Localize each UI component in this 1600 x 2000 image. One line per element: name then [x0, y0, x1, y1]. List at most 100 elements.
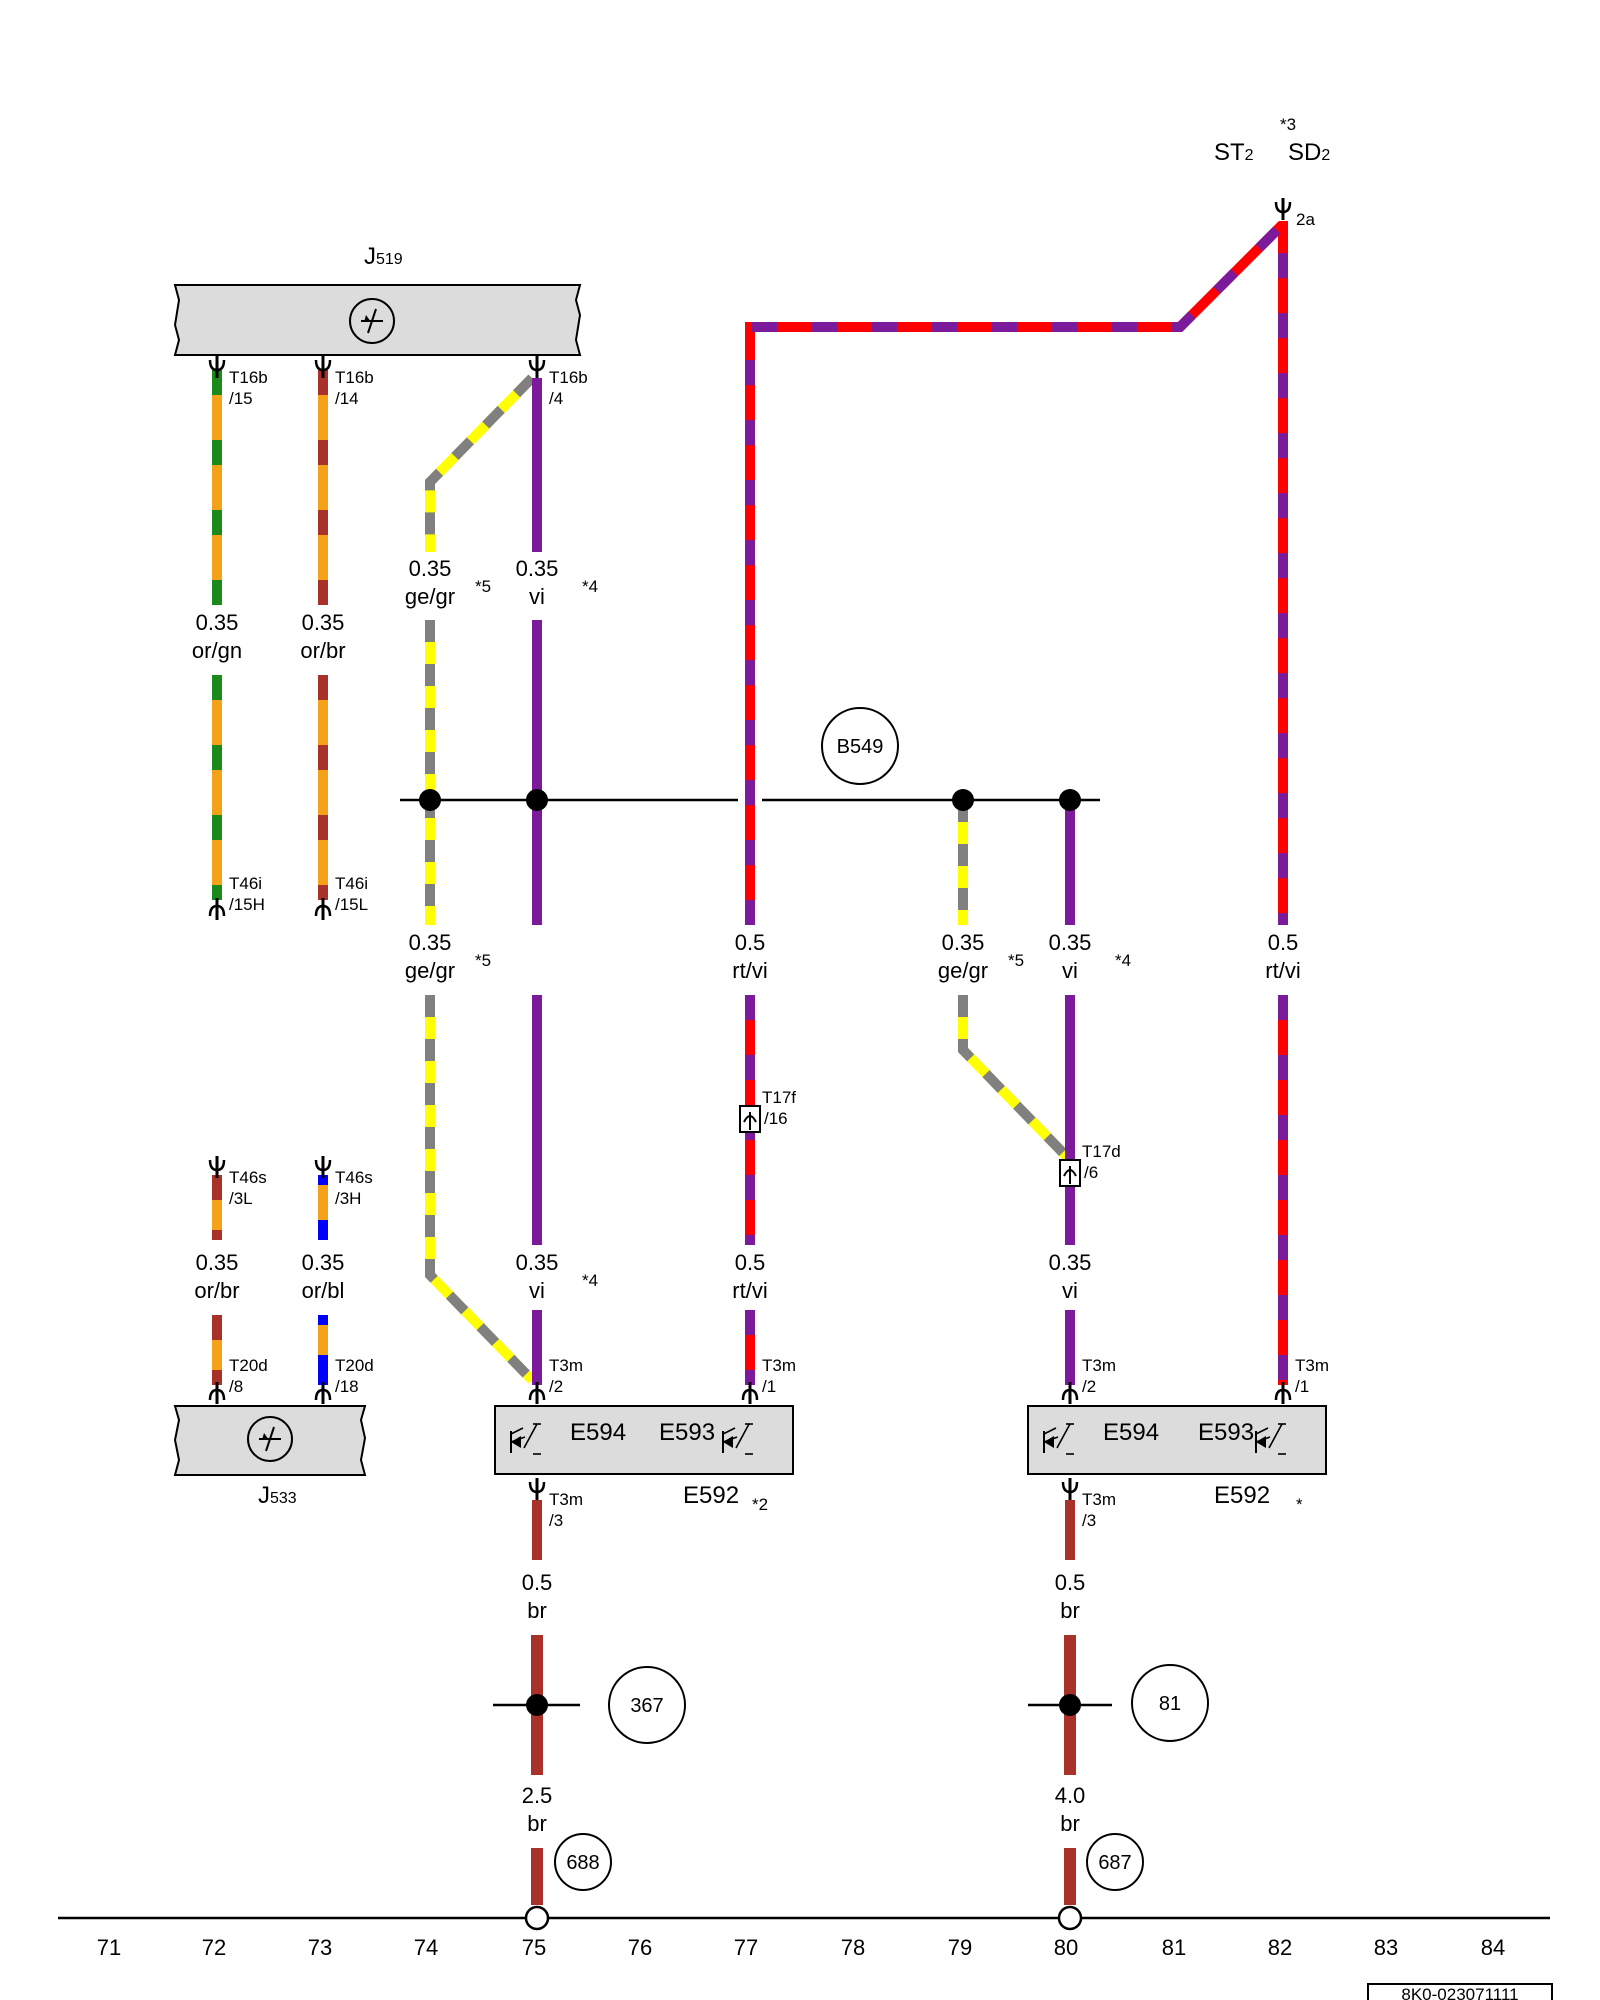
pin-icon [1061, 1476, 1079, 1502]
wire-color: br [527, 1598, 547, 1623]
connector-label: T46i [335, 874, 368, 893]
column-number: 76 [628, 1935, 652, 1960]
svg-text:2.5br: 2.5br [522, 1783, 553, 1836]
e592-label: E592 [683, 1482, 739, 1509]
svg-text:ST2: ST2 [1214, 139, 1254, 166]
ref-367: 367 [630, 1695, 663, 1717]
pin-icon [314, 896, 332, 922]
wire-rt-vi-loop [745, 221, 1288, 925]
wire-color: br [527, 1811, 547, 1836]
connector-label: T16b [335, 368, 374, 387]
connector-labels: T16b/15 T16b/14 T16b/4 T46i/15H T46i/15L… [229, 368, 1329, 1530]
pin-icon [1274, 196, 1292, 222]
connector-pin: /6 [1084, 1163, 1098, 1182]
wire-gauge: 0.5 [1268, 930, 1299, 955]
wire-color: vi [529, 584, 545, 609]
svg-text:T16b/4: T16b/4 [549, 368, 588, 408]
svg-text:T3m/2: T3m/2 [1082, 1356, 1116, 1396]
pin-icon [528, 1380, 546, 1406]
connector-label: T3m [1082, 1490, 1116, 1509]
svg-text:T46s/3H: T46s/3H [335, 1168, 373, 1208]
connector-pin: /15H [229, 895, 265, 914]
ref-b549: B549 [837, 736, 884, 758]
svg-text:J533: J533 [258, 1482, 297, 1509]
j533-sub: 533 [270, 1490, 297, 1507]
wire-note: *4 [582, 577, 598, 596]
svg-text:T3m/1: T3m/1 [762, 1356, 796, 1396]
wire-gauge: 0.35 [196, 610, 239, 635]
document-code: 8K0-023071111 [1367, 1983, 1553, 2000]
wire-gauge: 0.5 [1055, 1570, 1086, 1595]
wire-gauge: 0.5 [735, 930, 766, 955]
connector-pin: /3L [229, 1189, 253, 1208]
doc-code: 8K0-023071111 [1401, 1985, 1518, 2000]
svg-text:T20d/8: T20d/8 [229, 1356, 268, 1396]
connector-pin: /8 [229, 1377, 243, 1396]
wire-color: rt/vi [732, 1278, 767, 1303]
wire-gauge: 0.35 [196, 1250, 239, 1275]
e592-note: * [1296, 1495, 1303, 1514]
ground-688: 688 [554, 1833, 612, 1891]
wire-gauge: 4.0 [1055, 1783, 1086, 1808]
column-number: 71 [97, 1935, 121, 1960]
connector-label: T17d [1082, 1142, 1121, 1161]
column-number: 74 [414, 1935, 438, 1960]
connector-pin: /3H [335, 1189, 361, 1208]
wire-note: *5 [1008, 951, 1024, 970]
st2-label: ST [1214, 139, 1245, 166]
connector-label: T46s [229, 1168, 267, 1187]
connector-label: T17f [762, 1088, 796, 1107]
column-number: 72 [202, 1935, 226, 1960]
ref-687: 687 [1098, 1852, 1131, 1874]
wire-color: or/bl [302, 1278, 345, 1303]
wire-color: or/gn [192, 638, 242, 663]
column-number: 75 [522, 1935, 546, 1960]
svg-text:0.5br: 0.5br [1055, 1570, 1086, 1623]
splice-81: 81 [1028, 1664, 1209, 1742]
wire-color: rt/vi [732, 958, 767, 983]
pin-icon [208, 896, 226, 922]
svg-text:0.5rt/vi: 0.5rt/vi [732, 1250, 767, 1303]
wire-note: *5 [475, 577, 491, 596]
connector-label: T3m [762, 1356, 796, 1375]
svg-text:4.0br: 4.0 br [1055, 1783, 1086, 1836]
wire-gauge: 0.35 [409, 930, 452, 955]
terminal-st2-sd2: *3 ST2 SD2 2a [1214, 115, 1330, 229]
pin-icon [1274, 1380, 1292, 1406]
j533-label: J [258, 1482, 270, 1509]
wire-gauge: 0.35 [1049, 930, 1092, 955]
connector-pin: /4 [549, 389, 563, 408]
connector-label: T46i [229, 874, 262, 893]
wire-ge-gr-upper [425, 374, 536, 925]
column-number: 73 [308, 1935, 332, 1960]
connector-label: T3m [549, 1356, 583, 1375]
wire-ge-gr-lower [425, 995, 536, 1384]
sensor-box-right: E594 E593 E592 * [1027, 1405, 1327, 1514]
inline-connector-t17f [739, 1105, 761, 1133]
wire-color: ge/gr [938, 958, 988, 983]
wire-color: or/br [194, 1278, 239, 1303]
bus-b549: B549 [400, 707, 1100, 811]
wire-gauge: 0.5 [522, 1570, 553, 1595]
wire-color: vi [1062, 958, 1078, 983]
svg-text:T3m/3: T3m/3 [1082, 1490, 1116, 1530]
wire-gauge: 0.35 [516, 1250, 559, 1275]
connector-label: T3m [549, 1490, 583, 1509]
wire-color: br [1060, 1811, 1080, 1836]
connector-label: T3m [1082, 1356, 1116, 1375]
svg-text:T16b/14: T16b/14 [335, 368, 374, 408]
column-number: 80 [1054, 1935, 1078, 1960]
pin-2a-label: 2a [1296, 210, 1315, 229]
connector-label: T20d [335, 1356, 374, 1375]
pin-icon [528, 1476, 546, 1502]
wire-color: ge/gr [405, 958, 455, 983]
ref-81: 81 [1159, 1693, 1181, 1715]
